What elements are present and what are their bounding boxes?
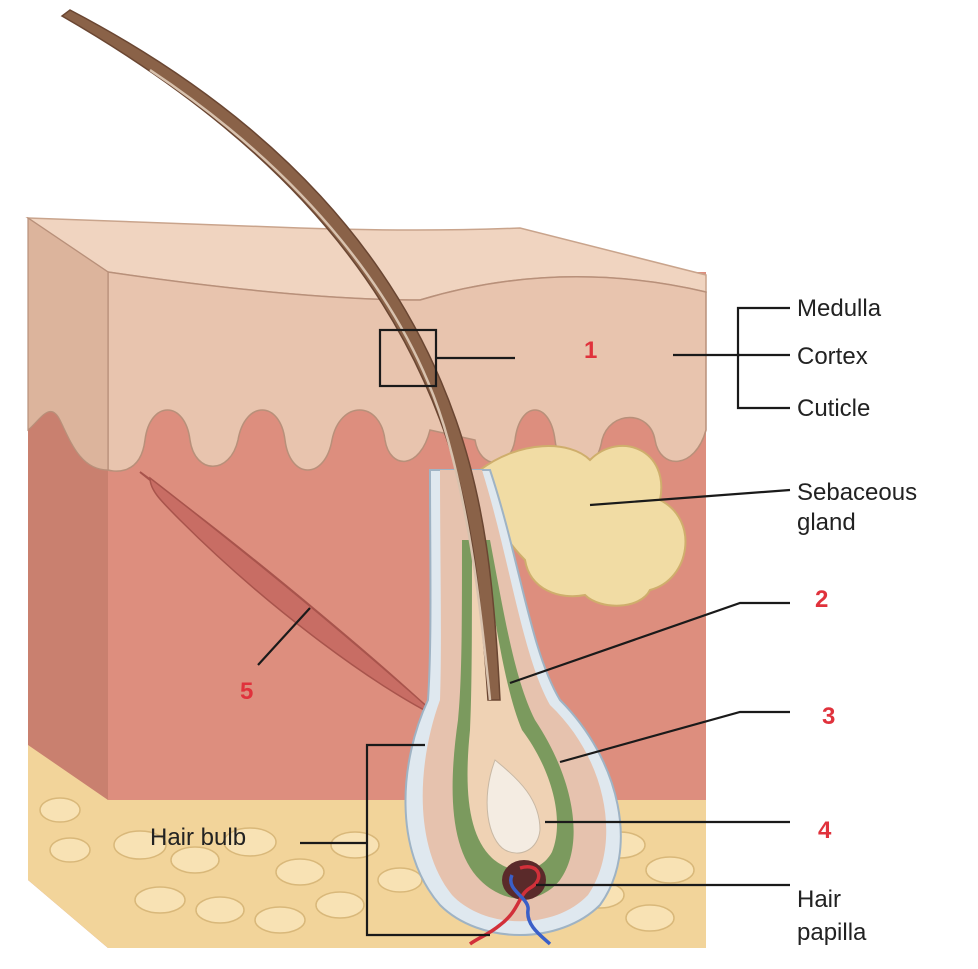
epidermis-side xyxy=(27,216,109,471)
label-number-3: 3 xyxy=(822,703,835,730)
label-number-2: 2 xyxy=(815,586,828,613)
label-hair-bulb: Hair bulb xyxy=(150,824,246,851)
label-sebaceous-line1: Sebaceous xyxy=(797,479,917,506)
hair-matrix xyxy=(486,759,541,854)
arrector-pili-muscle-body xyxy=(149,476,441,719)
leader-sebaceous xyxy=(589,488,791,507)
sebaceous-gland xyxy=(478,444,687,607)
label-cortex: Cortex xyxy=(797,343,868,370)
label-number-5: 5 xyxy=(240,678,253,705)
label-medulla: Medulla xyxy=(797,295,882,322)
leader-5 xyxy=(257,607,311,666)
label-sebaceous-line2: gland xyxy=(797,509,856,536)
label-number-4: 4 xyxy=(818,817,832,844)
label-hair-papilla-line1: Hair xyxy=(797,886,841,913)
hair-shaft xyxy=(60,9,501,701)
label-hair-papilla-line2: papilla xyxy=(797,919,867,946)
papilla-vein xyxy=(509,874,552,946)
leader-2 xyxy=(509,601,790,685)
hair-medulla-line xyxy=(149,68,492,701)
label-number-1: 1 xyxy=(584,337,597,364)
leader-3 xyxy=(559,710,790,764)
hair-layers-bracket xyxy=(736,306,790,410)
hair-bulb-bracket xyxy=(365,743,490,937)
label-cuticle: Cuticle xyxy=(797,395,870,422)
